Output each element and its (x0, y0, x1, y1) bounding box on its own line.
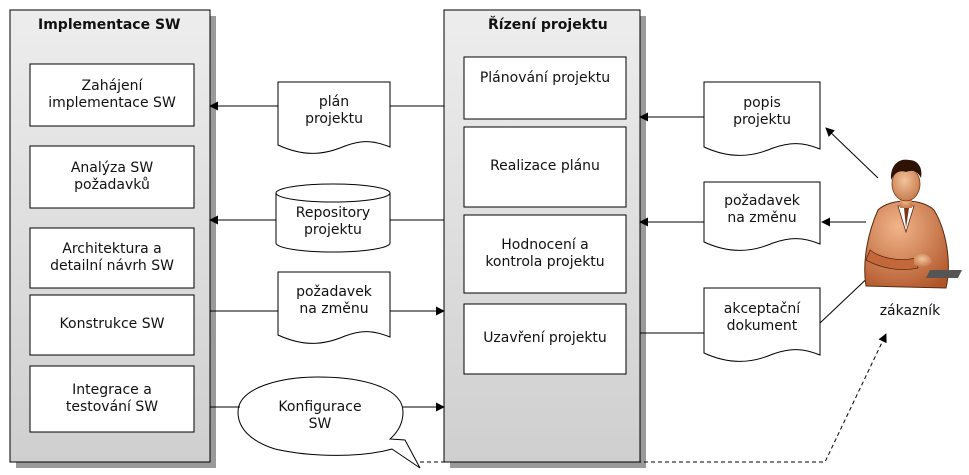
artifact-pozadavek-na-zmenu-mid: požadavek na změnu (296, 283, 372, 318)
impl-step-zahajeni: Zahájení implementace SW (48, 77, 176, 112)
artifact-plan-projektu: plán projektu (305, 93, 363, 128)
repository-cylinder (275, 183, 391, 253)
rizeni-step-realizace: Realizace plánu (490, 158, 600, 175)
actor-zakaznik-label: zákazník (879, 303, 941, 320)
artifact-akceptacni-dokument: akceptační dokument (723, 300, 801, 335)
zmena-right-document-shape (703, 181, 821, 251)
impl-step-integrace: Integrace a testování SW (65, 381, 159, 416)
implementace-title: Implementace SW (38, 17, 181, 33)
rizeni-step-hodnoceni: Hodnocení a kontrola projektu (485, 236, 605, 271)
artifact-repository-projektu: Repository projektu (295, 204, 371, 239)
artifact-popis-projektu: popis projektu (733, 94, 791, 129)
impl-step-box-3 (29, 227, 195, 289)
rizeni-step-box-2 (463, 126, 627, 208)
arrow-zakaznik-to-popis (825, 127, 879, 179)
impl-step-box-5 (29, 365, 195, 433)
rizeni-step-box-3 (463, 214, 627, 294)
rizeni-step-box-1 (463, 56, 627, 120)
rizeni-step-planovani: Plánování projektu (479, 70, 611, 87)
dashed-arrow-konfigurace-to-zakaznik (420, 333, 887, 463)
artifact-pozadavek-na-zmenu-right: požadavek na změnu (724, 192, 800, 227)
rizeni-step-box-4 (463, 303, 627, 375)
businessman-icon (864, 159, 962, 289)
akceptacni-document-shape (703, 287, 821, 362)
impl-step-konstrukce: Konstrukce SW (59, 316, 165, 333)
impl-step-architektura: Architektura a detailní návrh SW (50, 240, 174, 275)
popis-document-shape (703, 81, 821, 156)
impl-step-box-4 (29, 294, 195, 356)
impl-step-box-2 (29, 145, 195, 209)
rizeni-step-uzavreni: Uzavření projektu (483, 330, 607, 347)
impl-step-box-1 (29, 63, 195, 127)
rizeni-title: Řízení projektu (488, 17, 608, 33)
impl-step-analyza: Analýza SW požadavků (70, 159, 154, 194)
zmena-mid-document-shape (277, 271, 391, 344)
plan-document-shape (277, 81, 391, 154)
konfigurace-callout-shape (237, 376, 421, 469)
artifact-konfigurace-sw: Konfigurace SW (278, 398, 362, 433)
